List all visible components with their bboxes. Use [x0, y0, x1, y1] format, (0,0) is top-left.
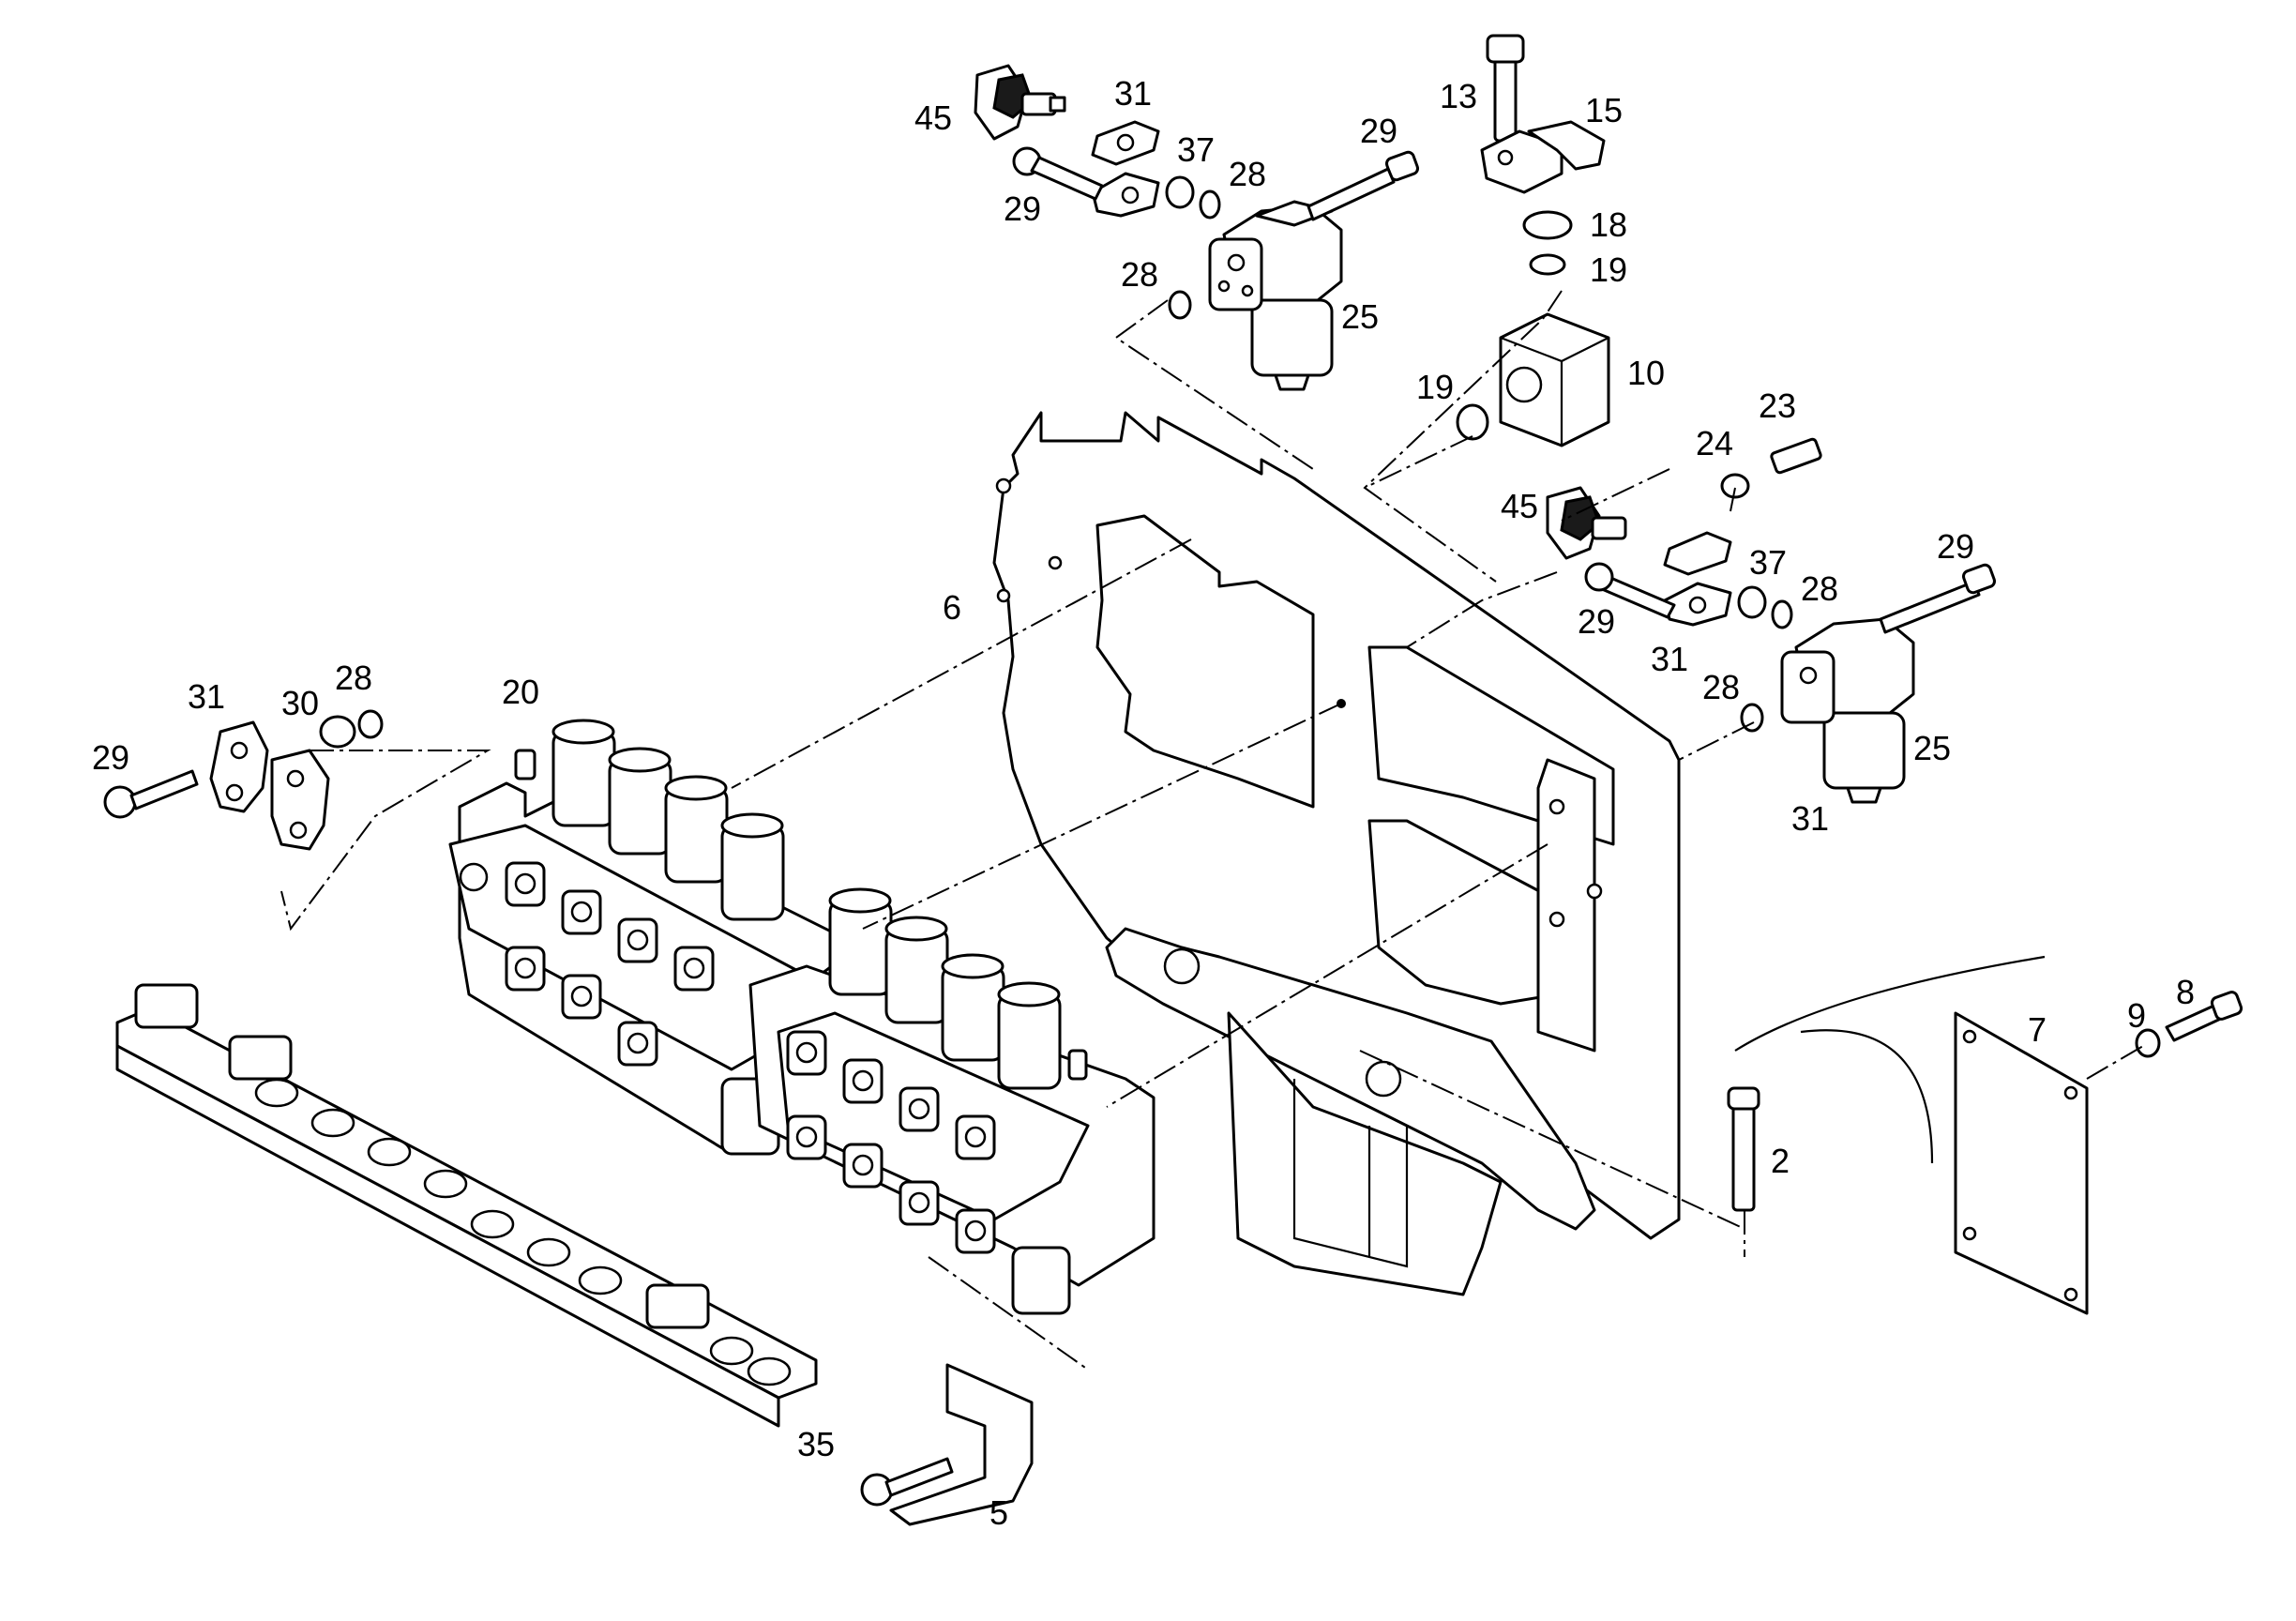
valve-block-assembly: [1456, 34, 1610, 447]
callout-28: 28: [1229, 155, 1266, 193]
cover-plate: [1954, 991, 2243, 1315]
callout-29: 29: [1937, 527, 1974, 566]
callout-15: 15: [1585, 91, 1623, 129]
callout-45: 45: [1501, 487, 1538, 525]
callout-23: 23: [1759, 386, 1796, 425]
callout-19: 19: [1416, 368, 1454, 406]
callout-29: 29: [1360, 112, 1397, 150]
callout-8: 8: [2176, 973, 2195, 1011]
callout-28: 28: [1121, 255, 1158, 294]
upper-left-filter-assembly: [974, 64, 1420, 391]
callout-25: 25: [1913, 729, 1951, 767]
callout-31: 31: [188, 677, 225, 716]
callout-18: 18: [1590, 205, 1627, 244]
bracket: [860, 1363, 1034, 1526]
mounting-frame: [992, 411, 2046, 1296]
callout-20: 20: [502, 673, 539, 711]
callout-31: 31: [1114, 74, 1152, 113]
callout-31: 31: [1651, 640, 1688, 678]
callout-25: 25: [1341, 297, 1379, 336]
callout-10: 10: [1627, 354, 1665, 392]
callout-31: 31: [1791, 799, 1829, 838]
manifold-bar: [115, 983, 818, 1428]
callout-45: 45: [914, 98, 952, 137]
control-valve-bank-section-2: [748, 887, 1156, 1315]
callout-37: 37: [1177, 130, 1215, 169]
callout-30: 30: [281, 684, 319, 722]
callout-37: 37: [1749, 543, 1787, 582]
callout-6: 6: [943, 588, 961, 627]
callout-7: 7: [2028, 1010, 2047, 1049]
callout-28: 28: [1801, 569, 1838, 608]
control-valve-bank: [448, 719, 846, 1156]
callouts: 45 31 29 37 28 29 28 25 13 15 18 19 10 1…: [92, 74, 2195, 1532]
callout-2: 2: [1771, 1142, 1790, 1180]
callout-29: 29: [1578, 602, 1615, 641]
bolt-2: [1727, 1086, 1760, 1212]
callout-28: 28: [335, 659, 372, 697]
right-filter-assembly: [1546, 437, 1997, 804]
left-flange-group: [103, 709, 384, 851]
leader-lines: [280, 290, 2144, 1371]
callout-29: 29: [92, 738, 129, 777]
callout-29: 29: [1004, 189, 1041, 228]
callout-35: 35: [797, 1425, 835, 1463]
callout-13: 13: [1440, 77, 1477, 115]
callout-9: 9: [2127, 996, 2146, 1035]
callout-28: 28: [1702, 668, 1740, 706]
callout-24: 24: [1696, 424, 1733, 462]
callout-19: 19: [1590, 250, 1627, 289]
callout-5: 5: [989, 1493, 1008, 1532]
